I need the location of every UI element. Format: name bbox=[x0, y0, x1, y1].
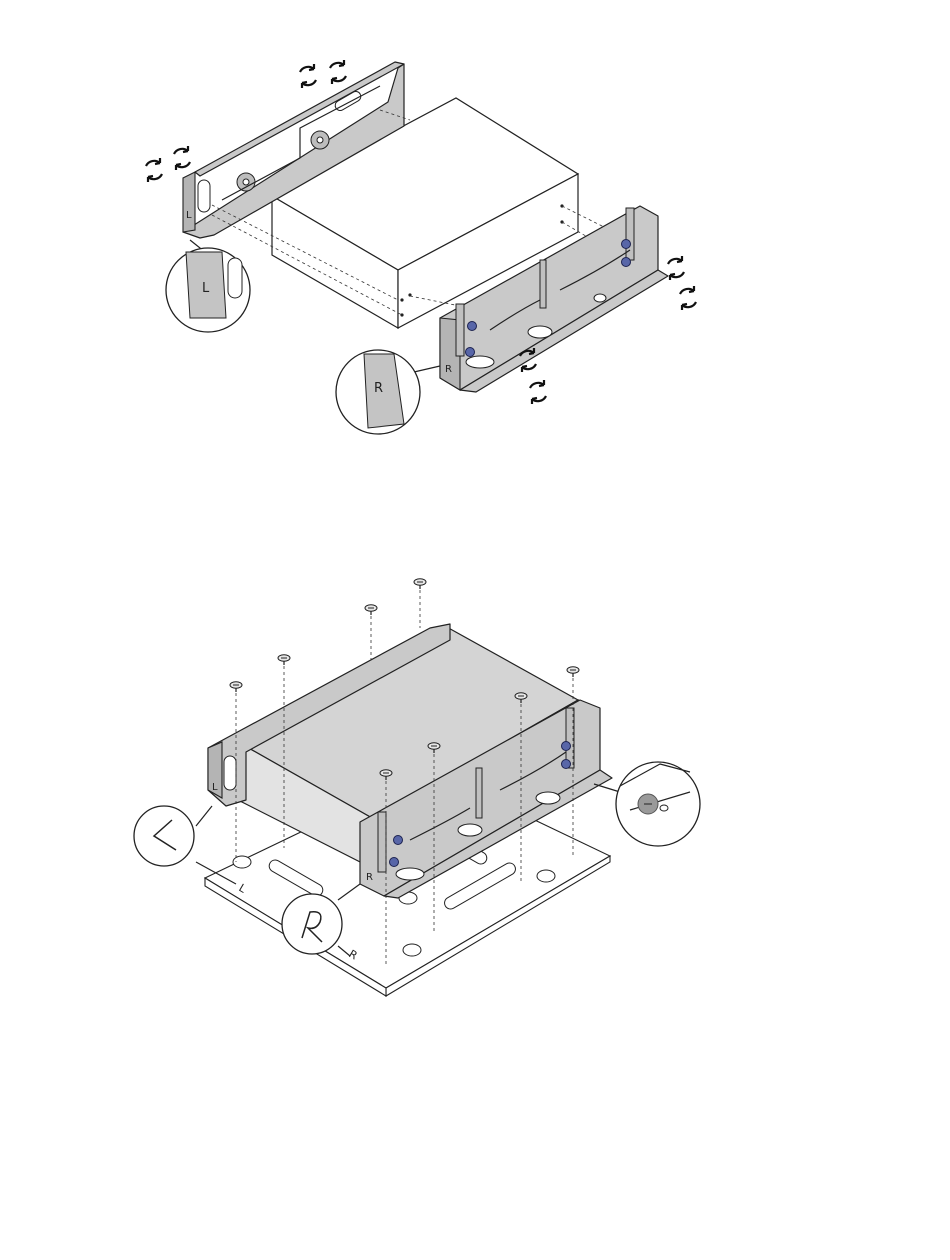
left-bracket-label-top: L bbox=[186, 210, 192, 221]
callout-right-top: R bbox=[336, 350, 440, 434]
screw-icon bbox=[567, 667, 579, 677]
callout-left-label-top: L bbox=[202, 281, 210, 296]
rotate-screw-icon bbox=[300, 64, 316, 88]
screw-icon bbox=[278, 655, 290, 665]
rotate-screw-icon bbox=[330, 60, 346, 84]
screw-icon bbox=[414, 579, 426, 589]
top-figure: L R bbox=[146, 60, 696, 434]
screw-icon bbox=[365, 605, 377, 615]
callout-left-top: L bbox=[166, 240, 250, 332]
screw-icon bbox=[230, 682, 242, 692]
right-bracket-label-bottom: R bbox=[366, 872, 373, 883]
rotate-screw-icon bbox=[174, 146, 190, 170]
right-bracket-label-top: R bbox=[445, 364, 452, 375]
magnifier-callout bbox=[594, 762, 700, 846]
left-bracket-label-bottom: L bbox=[212, 782, 218, 793]
bottom-figure: L R L bbox=[134, 579, 700, 996]
rotate-screw-icon bbox=[680, 286, 696, 310]
callout-right-label-top: R bbox=[374, 381, 383, 396]
rotate-screw-icon bbox=[530, 380, 546, 404]
rotate-screw-icon bbox=[668, 256, 684, 280]
rotate-screw-icon bbox=[146, 158, 162, 182]
